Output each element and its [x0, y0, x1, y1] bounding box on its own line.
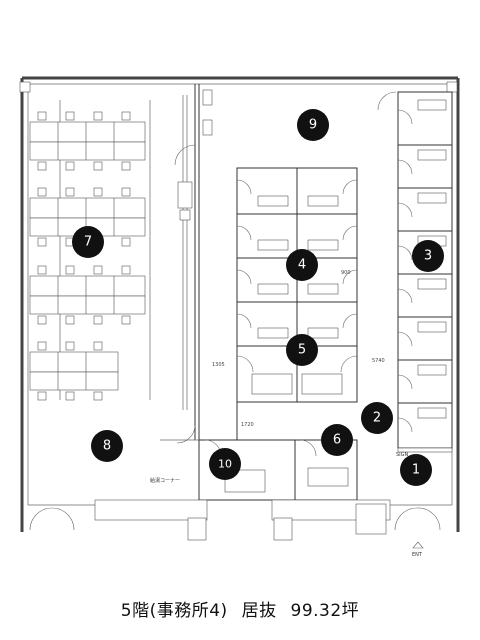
svg-text:6: 6 — [333, 433, 341, 448]
marker-6: 6 — [321, 424, 353, 456]
marker-7: 7 — [72, 226, 104, 258]
marker-4: 4 — [286, 249, 318, 281]
svg-text:9: 9 — [309, 118, 317, 133]
floor-plan: 1305 5740 1720 900 SIGN 給湯コーナー ENT 1 2 3… — [19, 76, 460, 558]
svg-text:3: 3 — [424, 249, 432, 264]
svg-text:2: 2 — [373, 411, 381, 426]
desk-row-3 — [29, 275, 146, 315]
bottom-rooms — [29, 402, 441, 549]
desk-row-4 — [29, 351, 119, 391]
floor-label: 5階(事務所4) — [120, 601, 228, 621]
marker-9: 9 — [297, 109, 329, 141]
chairs-left — [37, 111, 131, 401]
fit-out-type: 居抜 — [241, 601, 277, 621]
kitchen-corner-label: 給湯コーナー — [150, 477, 180, 484]
svg-text:7: 7 — [84, 235, 92, 250]
marker-5: 5 — [286, 334, 318, 366]
floor-area: 99.32坪 — [290, 601, 360, 621]
svg-text:1: 1 — [412, 463, 420, 478]
entrance-label: ENT — [412, 552, 423, 558]
right-rooms — [377, 91, 453, 453]
central-rooms — [236, 167, 358, 403]
floor-caption: 5階(事務所4) 居抜 99.32坪 — [0, 596, 480, 621]
svg-text:4: 4 — [298, 258, 306, 273]
dimension-900: 900 — [341, 270, 351, 276]
room-markers: 1 2 3 4 5 6 7 8 — [72, 109, 444, 486]
sign-label: SIGN — [396, 452, 409, 458]
desk-row-1 — [29, 121, 146, 161]
marker-2: 2 — [361, 402, 393, 434]
marker-1: 1 — [400, 454, 432, 486]
partition-wall — [174, 84, 213, 444]
svg-text:5: 5 — [298, 343, 306, 358]
dimension-labels: 1305 5740 1720 900 SIGN 給湯コーナー ENT — [150, 270, 423, 558]
dimension-5740: 5740 — [372, 358, 385, 364]
left-desk-area — [29, 100, 151, 401]
dimension-1720: 1720 — [241, 422, 254, 428]
marker-3: 3 — [412, 240, 444, 272]
marker-8: 8 — [91, 430, 123, 462]
marker-10: 10 — [209, 448, 241, 480]
svg-text:10: 10 — [218, 458, 232, 471]
svg-text:8: 8 — [103, 439, 111, 454]
dimension-1305: 1305 — [212, 362, 225, 368]
